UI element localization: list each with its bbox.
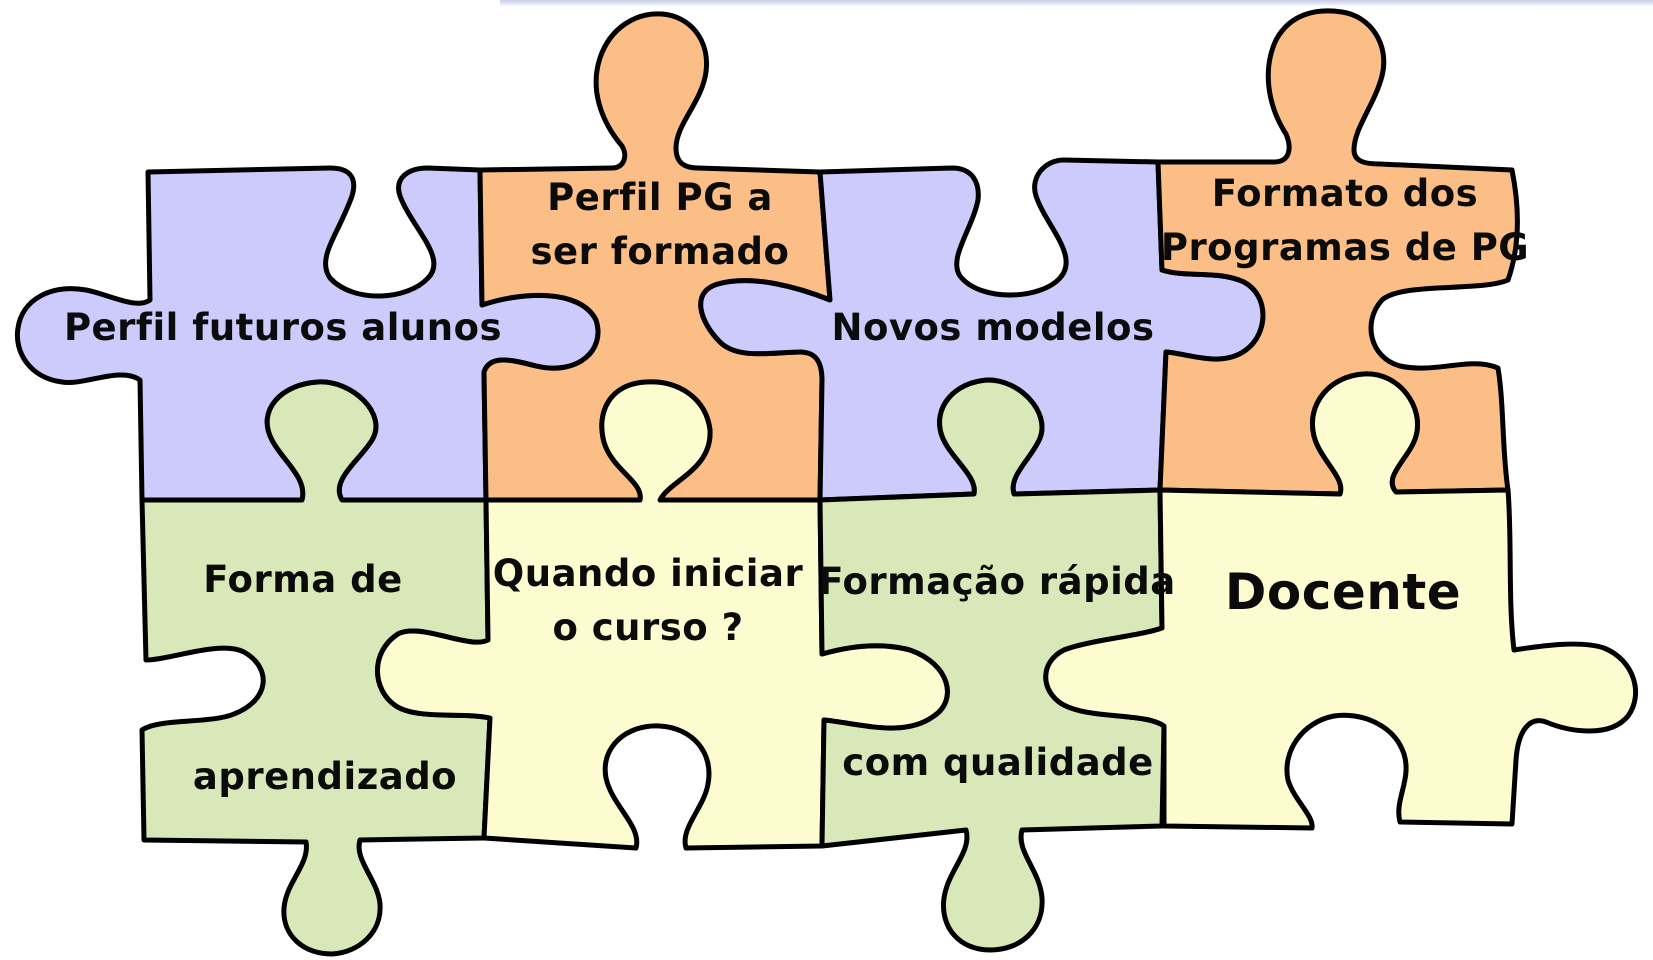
label-line: Formato dos [1211,172,1479,215]
label-perfil-pg: Perfil PG a ser formado [531,171,790,279]
label-line: Perfil PG a [547,176,773,219]
label-line: Programas de PG [1160,226,1530,269]
label-aprendizado: aprendizado [193,750,457,804]
puzzle-piece-docente [1043,371,1639,831]
label-formacao-rapida: Formação rápida [818,555,1176,609]
label-line: Formação rápida [818,560,1176,603]
label-formato-programas: Formato dos Programas de PG [1161,167,1529,275]
top-rule [500,0,1653,6]
label-docente: Docente [1225,562,1461,622]
label-line: Perfil futuros alunos [63,306,503,349]
label-perfil-futuros-alunos: Perfil futuros alunos [64,301,502,355]
label-line: o curso ? [552,606,744,649]
label-line: Quando iniciar [492,552,804,595]
label-forma-de: Forma de [203,553,402,607]
label-novos-modelos: Novos modelos [831,301,1154,355]
puzzle-piece-formato-programas [1155,8,1520,497]
label-com-qualidade: com qualidade [842,736,1153,790]
label-quando-iniciar: Quando iniciar o curso ? [493,547,803,655]
label-line: ser formado [530,230,790,273]
label-line: Novos modelos [831,306,1155,349]
label-line: aprendizado [192,755,458,798]
label-line: Forma de [203,558,403,601]
label-line: Docente [1224,563,1462,621]
puzzle-piece-formacao-rapida [817,377,1167,953]
label-line: com qualidade [842,741,1154,784]
